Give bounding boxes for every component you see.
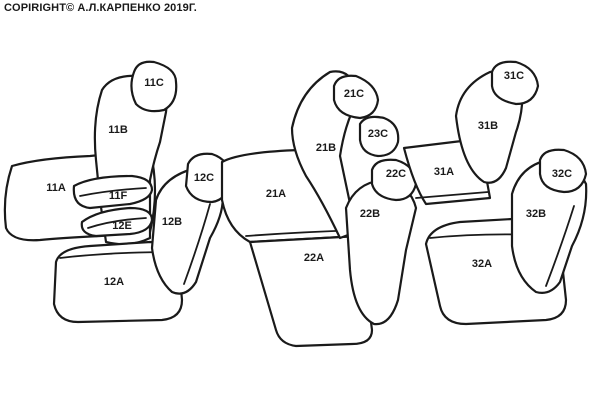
- label-12b: 12B: [162, 216, 182, 228]
- rear-right-headrest: [538, 148, 588, 194]
- front-left-armrest-upper: [72, 174, 154, 210]
- middle-left-headrest: [332, 74, 380, 120]
- label-22c: 22C: [386, 168, 406, 180]
- middle-right-backrest: [344, 178, 418, 326]
- label-32a: 32A: [472, 258, 492, 270]
- label-12e: 12E: [112, 220, 132, 232]
- label-21b: 21B: [316, 142, 336, 154]
- front-left-armrest-lower-edge: [87, 217, 147, 229]
- middle-left-backrest: [290, 70, 358, 240]
- front-right-backrest-inner: [183, 203, 211, 285]
- label-11f: 11F: [109, 190, 128, 202]
- front-left-armrest-upper-edge: [79, 187, 147, 197]
- label-23c: 23C: [368, 128, 388, 140]
- label-12c: 12C: [194, 172, 214, 184]
- label-31c: 31C: [504, 70, 524, 82]
- label-11b: 11B: [108, 124, 128, 136]
- label-32c: 32C: [552, 168, 572, 180]
- middle-cushion: [248, 234, 374, 348]
- label-11c: 11C: [144, 77, 164, 89]
- label-21c: 21C: [344, 88, 364, 100]
- label-22b: 22B: [360, 208, 380, 220]
- label-12a: 12A: [104, 276, 124, 288]
- label-21a: 21A: [266, 188, 286, 200]
- front-left-cushion: [52, 240, 184, 324]
- label-31b: 31B: [478, 120, 498, 132]
- rear-right-backrest-inner: [545, 205, 575, 287]
- label-22a: 22A: [304, 252, 324, 264]
- rear-left-headrest: [490, 60, 540, 106]
- copyright-notice: COPIRIGHT© А.Л.КАРПЕНКО 2019Г.: [4, 2, 197, 14]
- rear-backrest-center-edge: [415, 191, 489, 199]
- label-31a: 31A: [434, 166, 454, 178]
- label-11a: 11A: [46, 182, 66, 194]
- front-left-headrest: [130, 60, 178, 113]
- label-32b: 32B: [526, 208, 546, 220]
- middle-center-headrest: [358, 115, 400, 158]
